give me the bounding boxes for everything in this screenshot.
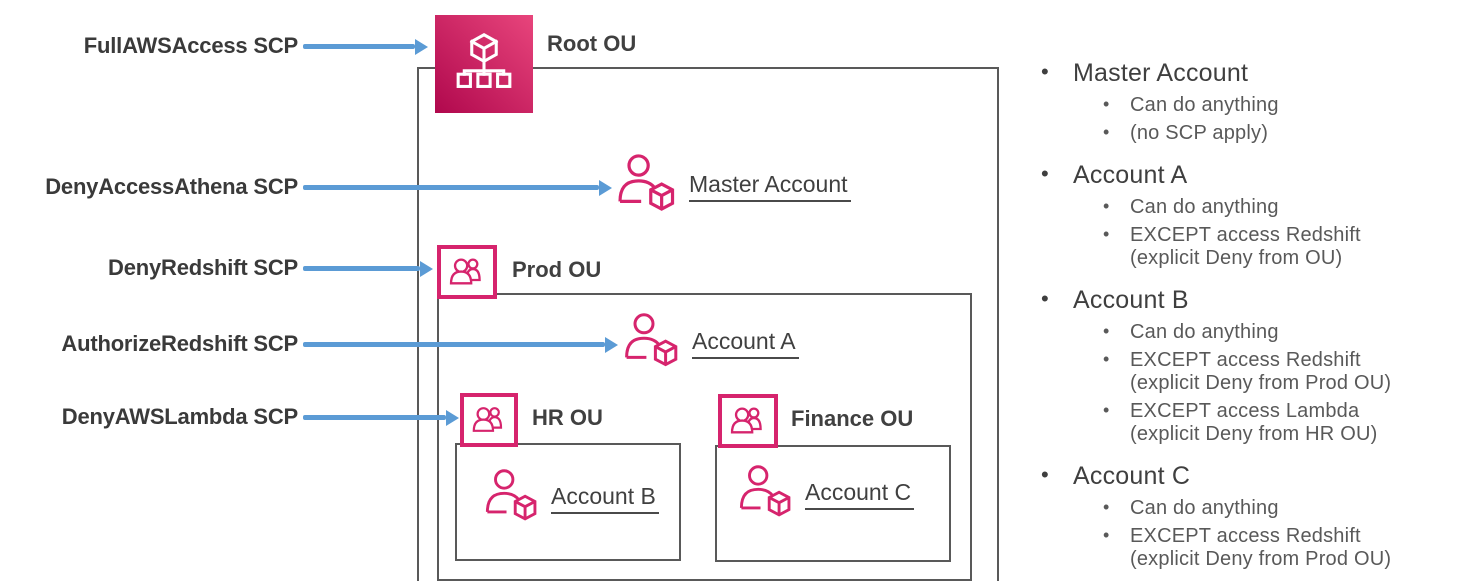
- scp-label-denyaccessathena: DenyAccessAthena SCP: [45, 174, 298, 199]
- note-title: Master Account: [1035, 57, 1459, 88]
- account-a-label: Account A: [692, 328, 799, 359]
- note-master-account: Master Account Can do anything (no SCP a…: [1035, 57, 1459, 145]
- scp-arrow-to-hr-ou: [303, 409, 459, 426]
- prod-ou-box: [437, 293, 972, 581]
- organizations-icon: [435, 15, 533, 113]
- account-icon: [485, 469, 537, 521]
- note-title: Account C: [1035, 460, 1459, 491]
- account-icon: [618, 154, 675, 211]
- note-item: Can do anything: [1035, 320, 1459, 344]
- account-a-node: Account A: [620, 311, 799, 375]
- scp-arrow-to-master-account: [303, 179, 612, 196]
- master-account-label: Master Account: [689, 171, 851, 202]
- note-title: Account A: [1035, 159, 1459, 190]
- account-icon: [625, 313, 678, 367]
- note-title: Account B: [1035, 284, 1459, 315]
- scp-label-denyawslambda: DenyAWSLambda SCP: [61, 404, 298, 429]
- note-item: EXCEPT access Redshift(explicit Deny fro…: [1035, 524, 1459, 571]
- scp-label-denyredshift: DenyRedshift SCP: [108, 255, 298, 280]
- account-b-label: Account B: [551, 483, 659, 514]
- finance-ou-label: Finance OU: [791, 406, 914, 431]
- finance-ou-box: [715, 445, 951, 562]
- root-ou-box: [417, 67, 999, 581]
- note-item: EXCEPT access Redshift(explicit Deny fro…: [1035, 223, 1459, 270]
- account-icon: [739, 465, 791, 517]
- account-c-label: Account C: [805, 479, 915, 510]
- note-account-b: Account B Can do anything EXCEPT access …: [1035, 284, 1459, 446]
- hr-ou-box: [455, 443, 681, 561]
- scp-arrow-to-account-a: [303, 336, 618, 353]
- note-item: EXCEPT access Redshift(explicit Deny fro…: [1035, 348, 1459, 395]
- prod-ou-label: Prod OU: [512, 257, 602, 282]
- account-c-node: Account C: [735, 463, 915, 525]
- note-item: Can do anything: [1035, 93, 1459, 117]
- scp-arrow-to-prod-ou: [303, 260, 433, 277]
- scp-arrow-to-root-ou: [303, 38, 428, 55]
- root-ou-label: Root OU: [547, 31, 637, 56]
- note-account-c: Account C Can do anything EXCEPT access …: [1035, 460, 1459, 571]
- note-item: EXCEPT access Lambda(explicit Deny from …: [1035, 399, 1459, 446]
- note-item: Can do anything: [1035, 496, 1459, 520]
- scp-label-fullawsaccess: FullAWSAccess SCP: [83, 33, 298, 58]
- master-account-node: Master Account: [613, 152, 851, 220]
- prod-ou-icon: [437, 245, 497, 299]
- note-item: Can do anything: [1035, 195, 1459, 219]
- note-item: (no SCP apply): [1035, 121, 1459, 145]
- hr-ou-icon: [460, 393, 518, 447]
- scp-label-authorizeredshift: AuthorizeRedshift SCP: [61, 331, 298, 356]
- finance-ou-icon: [718, 394, 778, 448]
- hr-ou-label: HR OU: [532, 405, 603, 430]
- account-b-node: Account B: [481, 467, 659, 529]
- notes-panel: Master Account Can do anything (no SCP a…: [1035, 57, 1459, 581]
- note-account-a: Account A Can do anything EXCEPT access …: [1035, 159, 1459, 270]
